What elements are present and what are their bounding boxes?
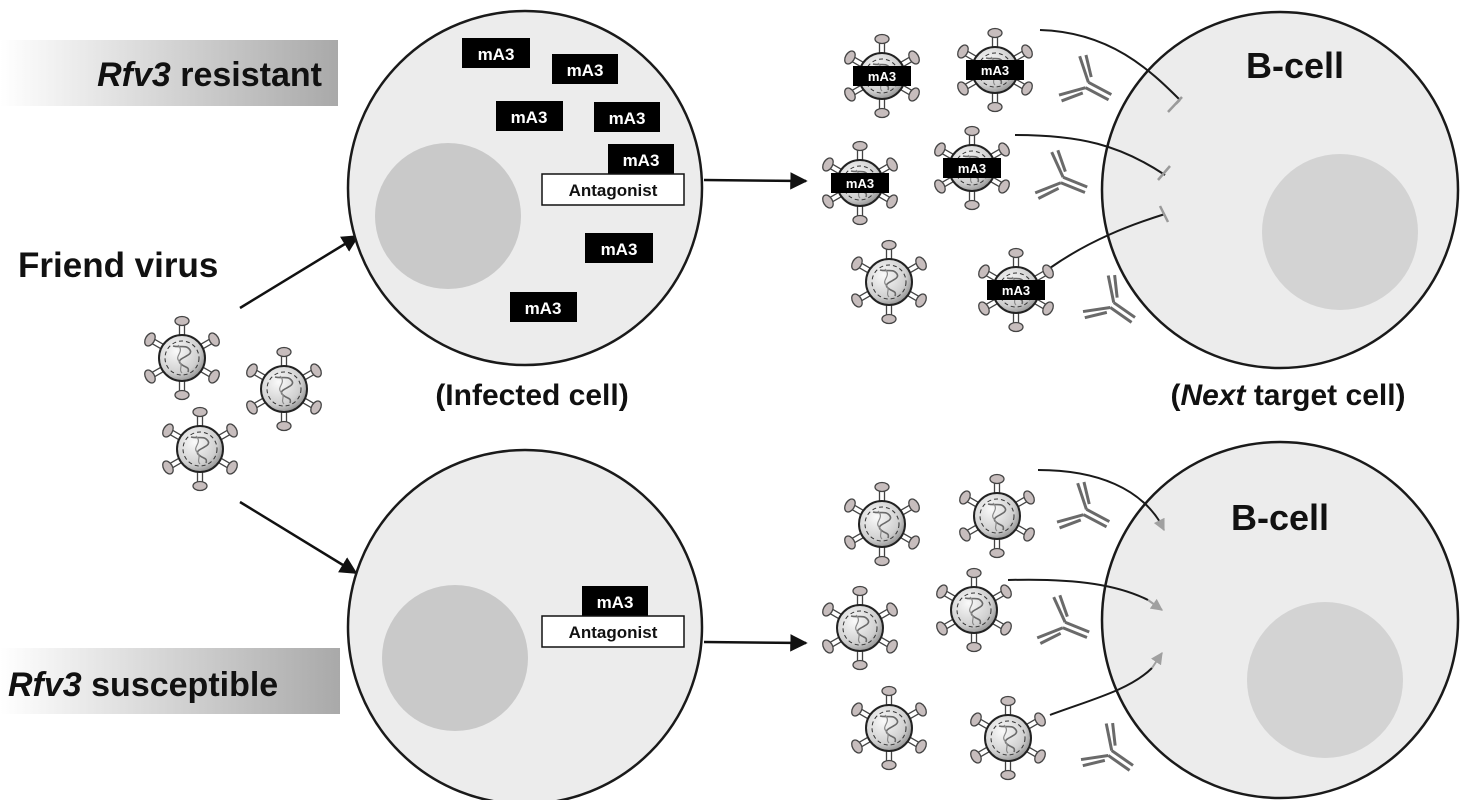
next-target-italic: Next bbox=[1180, 379, 1247, 412]
antibody bbox=[1077, 718, 1148, 791]
antibody bbox=[1055, 51, 1124, 122]
ma3-virion-tag-label: mA3 bbox=[868, 69, 896, 84]
arrow-virus-to-susceptible-cell bbox=[239, 500, 358, 575]
b-cell-bottom-nucleus bbox=[1247, 602, 1403, 758]
ma3-tag: mA3 bbox=[552, 54, 618, 84]
antagonist-tag: Antagonist bbox=[541, 615, 685, 648]
released-virion bbox=[848, 685, 930, 771]
friend-virus-label: Friend virus bbox=[18, 246, 218, 285]
b-cell-bottom-label: B-cell bbox=[1231, 497, 1329, 538]
ma3-tag-label: mA3 bbox=[623, 151, 660, 170]
antibody bbox=[1032, 146, 1098, 216]
antagonist-tag-label: Antagonist bbox=[569, 623, 658, 642]
released-virion bbox=[819, 585, 901, 671]
next-target-caption: (Next target cell) bbox=[1170, 379, 1405, 412]
ma3-tag-label: mA3 bbox=[525, 299, 562, 318]
inhibition-path-1 bbox=[1039, 29, 1181, 101]
ma3-tag-label: mA3 bbox=[597, 593, 634, 612]
ma3-virion-tag: mA3 bbox=[831, 173, 889, 193]
inhibition-bar-2 bbox=[1157, 165, 1171, 181]
ma3-tag-label: mA3 bbox=[601, 240, 638, 259]
arrow-release-resistant bbox=[703, 172, 808, 190]
arrow-release-susceptible bbox=[703, 634, 808, 652]
entry-path-3 bbox=[1049, 667, 1153, 716]
friend-virion-2 bbox=[243, 346, 325, 432]
friend-virion-1 bbox=[141, 315, 223, 401]
ma3-virion-tag-label: mA3 bbox=[958, 161, 986, 176]
susceptible-label: Rfv3 susceptible bbox=[8, 666, 278, 704]
next-target-rest: target cell) bbox=[1245, 379, 1405, 412]
antibody bbox=[1034, 591, 1100, 661]
ma3-virion-tag-label: mA3 bbox=[981, 63, 1009, 78]
antagonist-tag: Antagonist bbox=[541, 173, 685, 206]
friend-virion-3 bbox=[159, 406, 241, 492]
resistant-label-rest: resistant bbox=[171, 56, 322, 94]
released-virion bbox=[848, 239, 930, 325]
entry-path-2 bbox=[1007, 578, 1149, 601]
ma3-tag-label: mA3 bbox=[609, 109, 646, 128]
ma3-virion-tag: mA3 bbox=[943, 158, 1001, 178]
ma3-tag-label: mA3 bbox=[478, 45, 515, 64]
susceptible-label-italic: Rfv3 bbox=[8, 666, 82, 704]
infected-cell-susceptible-nucleus bbox=[382, 585, 528, 731]
ma3-virion-tag: mA3 bbox=[853, 66, 911, 86]
ma3-virion-tag-label: mA3 bbox=[846, 176, 874, 191]
released-virion bbox=[956, 473, 1038, 559]
released-virion bbox=[967, 695, 1049, 781]
b-cell-top-nucleus bbox=[1262, 154, 1418, 310]
entry-path-1 bbox=[1037, 469, 1161, 523]
ma3-tag: mA3 bbox=[510, 292, 577, 322]
ma3-virion-tag: mA3 bbox=[987, 280, 1045, 300]
released-virion bbox=[841, 481, 923, 567]
ma3-tag: mA3 bbox=[462, 38, 530, 68]
ma3-tag-label: mA3 bbox=[511, 108, 548, 127]
inhibition-path-3 bbox=[1049, 213, 1166, 269]
ma3-tag: mA3 bbox=[496, 101, 563, 131]
infected-cell-resistant-nucleus bbox=[375, 143, 521, 289]
antibody bbox=[1053, 478, 1122, 549]
ma3-virion-tag-label: mA3 bbox=[1002, 283, 1030, 298]
resistant-band bbox=[0, 40, 338, 106]
arrow-virus-to-resistant-cell bbox=[239, 234, 360, 310]
inhibition-bar-1 bbox=[1167, 96, 1183, 113]
ma3-tag: mA3 bbox=[594, 102, 660, 132]
ma3-tag-label: mA3 bbox=[567, 61, 604, 80]
resistant-label: Rfv3 resistant bbox=[97, 56, 322, 94]
ma3-tag: mA3 bbox=[608, 144, 674, 174]
b-cell-top-label: B-cell bbox=[1246, 45, 1344, 86]
antagonist-tag-label: Antagonist bbox=[569, 181, 658, 200]
infected-cell-caption: (Infected cell) bbox=[435, 379, 628, 412]
susceptible-band bbox=[0, 648, 340, 714]
inhibition-path-2 bbox=[1014, 134, 1166, 176]
released-virion bbox=[933, 567, 1015, 653]
susceptible-label-rest: susceptible bbox=[82, 666, 279, 704]
resistant-label-italic: Rfv3 bbox=[97, 56, 171, 94]
inhibition-bar-3 bbox=[1158, 205, 1170, 223]
ma3-tag: mA3 bbox=[582, 586, 648, 616]
next-target-open: ( bbox=[1170, 379, 1180, 412]
ma3-virion-tag: mA3 bbox=[966, 60, 1024, 80]
ma3-tag: mA3 bbox=[585, 233, 653, 263]
